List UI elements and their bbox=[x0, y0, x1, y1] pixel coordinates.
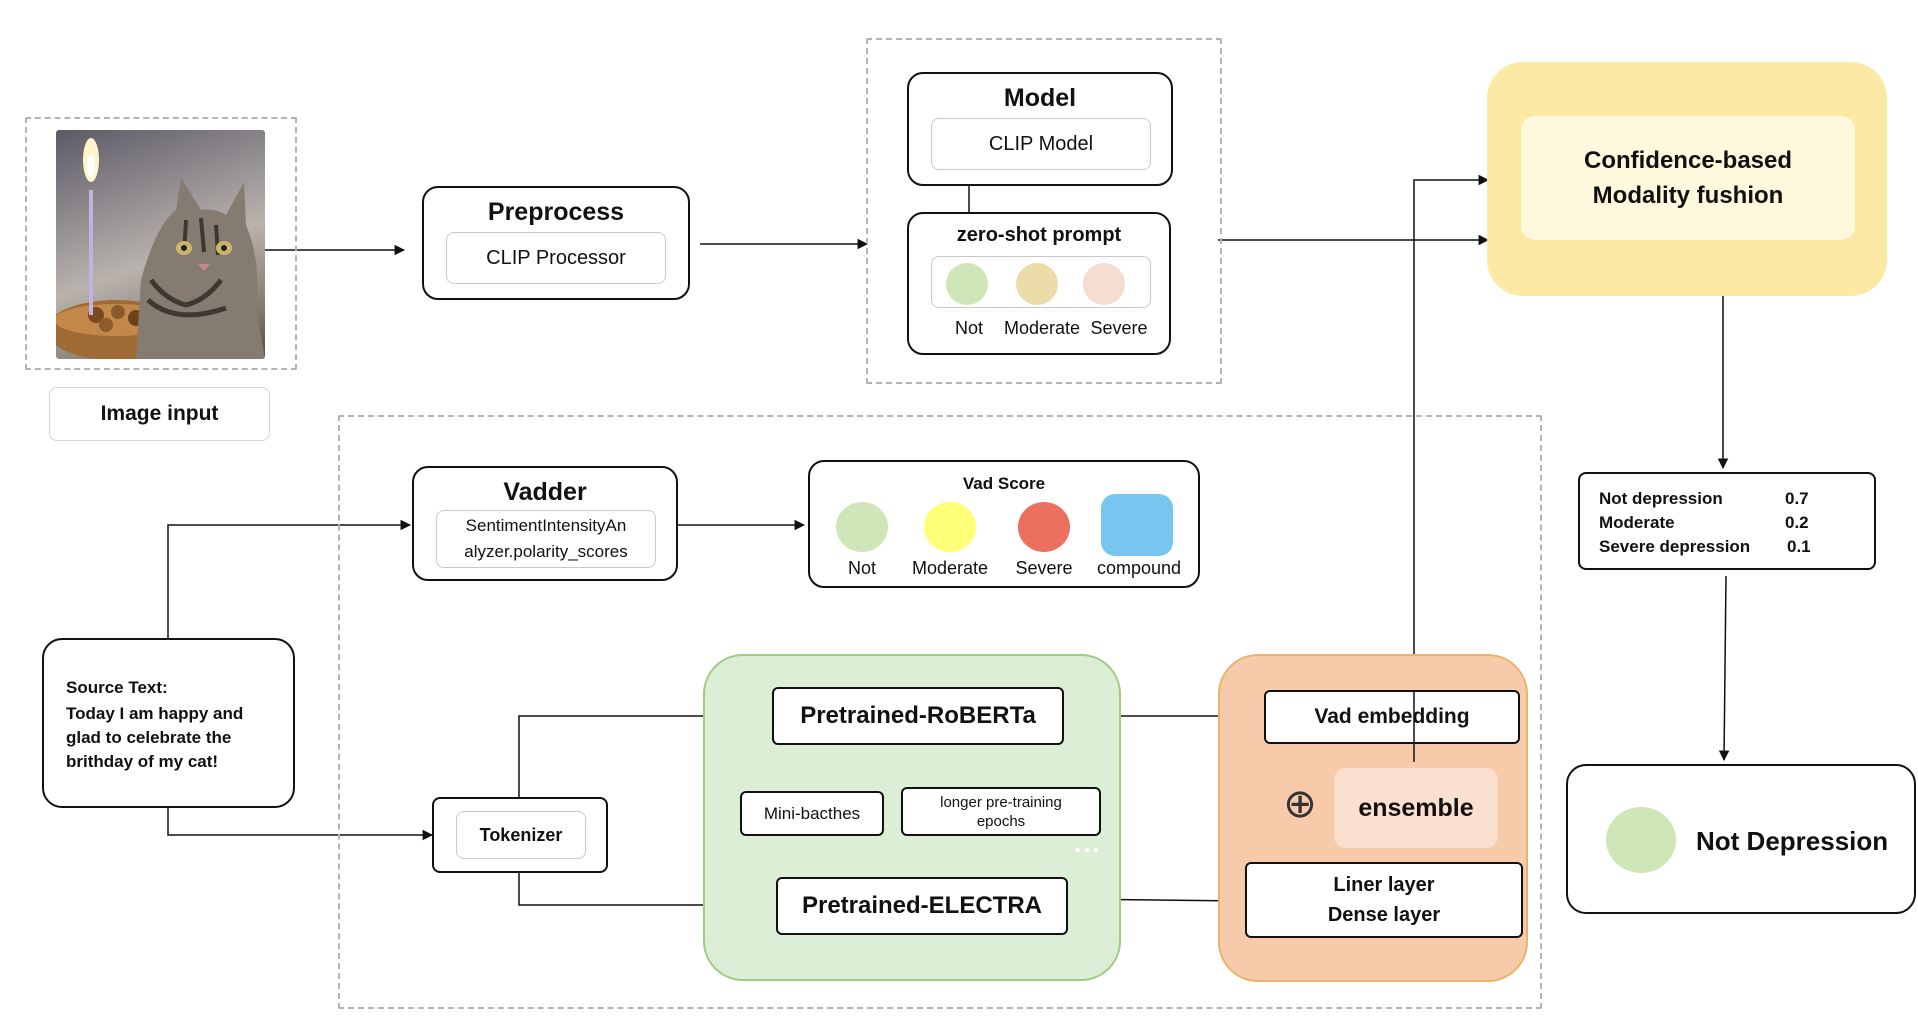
vadder-title: Vadder bbox=[503, 478, 587, 506]
electra-box: Pretrained-ELECTRA bbox=[776, 877, 1068, 935]
minibatches-box: Mini-bacthes bbox=[740, 791, 884, 836]
final-result-dot bbox=[1606, 807, 1676, 873]
vad-score-box: Vad Score Not Moderate Severe compound bbox=[808, 460, 1200, 588]
longer-epochs-line-2: epochs bbox=[976, 812, 1026, 830]
vad-dot-compound bbox=[1101, 494, 1173, 556]
preprocess-title: Preprocess bbox=[487, 198, 625, 226]
vad-embedding-box: Vad embedding bbox=[1264, 690, 1520, 744]
longer-epochs-box: longer pre-training epochs bbox=[901, 787, 1101, 836]
zero-shot-prompt-box: zero-shot prompt Not Moderate Severe bbox=[907, 212, 1171, 355]
more-options-ellipsis: ... bbox=[1074, 828, 1102, 858]
score-label-moderate: Moderate bbox=[1599, 513, 1675, 532]
zero-shot-options-frame bbox=[931, 256, 1151, 308]
arrow-scores-to-final bbox=[1718, 575, 1730, 762]
clip-processor-label: CLIP Processor bbox=[446, 232, 666, 284]
cat-birthday-photo bbox=[56, 130, 265, 359]
source-text-label: Source Text: bbox=[66, 678, 168, 697]
cat-photo-icon bbox=[56, 138, 265, 359]
source-text-line-2: glad to celebrate the bbox=[66, 728, 232, 747]
ensemble-box: ensemble bbox=[1334, 768, 1498, 848]
model-title: Model bbox=[1003, 84, 1077, 112]
vad-label-moderate: Moderate bbox=[911, 558, 989, 578]
fusion-line-2: Modality fushion bbox=[1592, 182, 1784, 209]
roberta-box: Pretrained-RoBERTa bbox=[772, 687, 1064, 745]
image-input-frame bbox=[25, 117, 297, 370]
source-text-box: Source Text: Today I am happy and glad t… bbox=[42, 638, 295, 808]
polarity-scores-box: SentimentIntensityAn alyzer.polarity_sco… bbox=[436, 510, 656, 568]
source-text-line-3: brithday of my cat! bbox=[66, 752, 219, 771]
zero-shot-prompt-title: zero-shot prompt bbox=[956, 224, 1122, 246]
model-box: Model CLIP Model bbox=[907, 72, 1173, 186]
vadder-box: Vadder SentimentIntensityAn alyzer.polar… bbox=[412, 466, 678, 581]
final-result-box: Not Depression bbox=[1566, 764, 1916, 914]
score-value-moderate: 0.2 bbox=[1785, 513, 1809, 532]
clip-model-label: CLIP Model bbox=[931, 118, 1151, 170]
prompt-dot-moderate bbox=[1016, 263, 1058, 305]
longer-epochs-line-1: longer pre-training bbox=[940, 793, 1062, 811]
tokenizer-box: Tokenizer bbox=[432, 797, 608, 873]
score-value-not: 0.7 bbox=[1785, 489, 1809, 508]
vad-dot-severe bbox=[1018, 502, 1070, 552]
vad-score-title: Vad Score bbox=[962, 474, 1046, 493]
plus-circle-icon: ⊕ bbox=[1283, 782, 1317, 826]
preprocess-box: Preprocess CLIP Processor bbox=[422, 186, 690, 300]
prompt-label-moderate: Moderate bbox=[1003, 318, 1081, 338]
liner-layer-label: Liner layer bbox=[1333, 874, 1435, 896]
fusion-line-1: Confidence-based bbox=[1583, 147, 1793, 174]
dense-layer-box: Liner layer Dense layer bbox=[1245, 862, 1523, 938]
fusion-box: Confidence-based Modality fushion bbox=[1521, 116, 1855, 240]
score-label-not: Not depression bbox=[1599, 489, 1723, 508]
vad-dot-not bbox=[836, 502, 888, 552]
prompt-label-severe: Severe bbox=[1090, 318, 1148, 338]
fusion-outer: Confidence-based Modality fushion bbox=[1487, 62, 1887, 296]
vad-label-severe: Severe bbox=[1015, 558, 1073, 578]
polarity-line-1: SentimentIntensityAn bbox=[465, 516, 627, 535]
prompt-dot-not bbox=[946, 263, 988, 305]
image-input-label: Image input bbox=[49, 387, 270, 441]
vad-dot-moderate bbox=[924, 502, 976, 552]
text-branch-frame bbox=[338, 415, 1542, 1009]
prompt-dot-severe bbox=[1083, 263, 1125, 305]
vad-label-compound: compound bbox=[1096, 558, 1182, 578]
final-result-label: Not Depression bbox=[1696, 826, 1889, 856]
polarity-line-2: alyzer.polarity_scores bbox=[464, 542, 628, 561]
model-group-frame bbox=[866, 38, 1222, 384]
vad-label-not: Not bbox=[847, 558, 876, 578]
tokenizer-label: Tokenizer bbox=[456, 811, 586, 859]
source-text-line-1: Today I am happy and bbox=[66, 704, 244, 723]
score-label-severe: Severe depression bbox=[1599, 537, 1751, 556]
result-scores-box: Not depression 0.7 Moderate 0.2 Severe d… bbox=[1578, 472, 1876, 570]
score-value-severe: 0.1 bbox=[1787, 537, 1811, 556]
dense-layer-label: Dense layer bbox=[1327, 904, 1441, 926]
prompt-label-not: Not bbox=[954, 318, 983, 338]
